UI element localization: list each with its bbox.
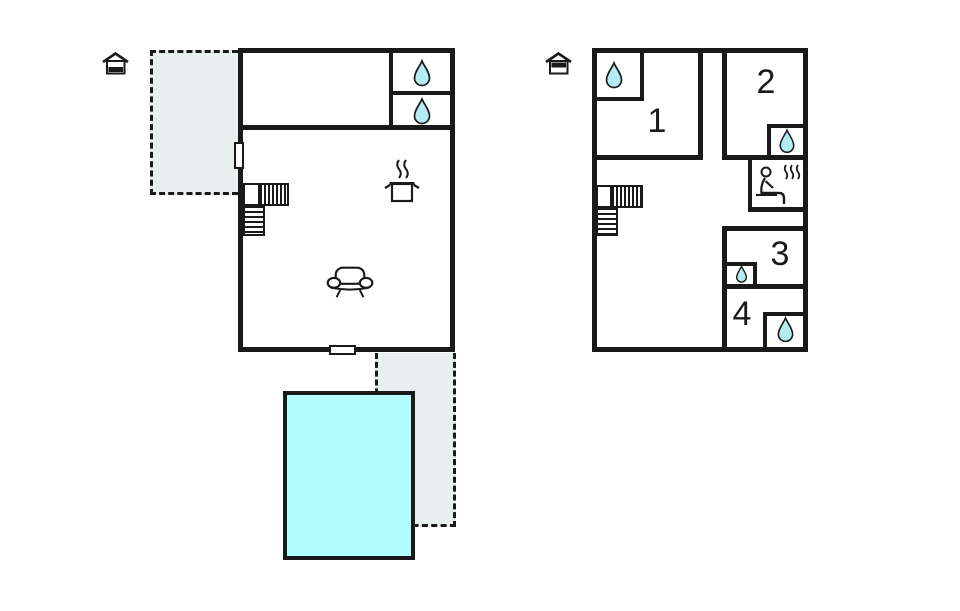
wall <box>597 155 698 160</box>
door-bottom <box>329 345 356 355</box>
wall <box>727 262 757 266</box>
room-number-1: 1 <box>647 102 667 140</box>
wall <box>767 124 803 128</box>
wall <box>748 160 752 212</box>
terrace-dashed-upper <box>150 50 238 195</box>
house-upper-level-icon <box>545 52 572 75</box>
water-drop-icon <box>412 97 432 125</box>
wall <box>727 226 803 231</box>
wall <box>698 53 703 160</box>
sofa-icon <box>325 264 375 300</box>
wall <box>722 53 727 160</box>
cooking-pot-icon <box>382 157 422 205</box>
door-left <box>234 142 244 169</box>
wall <box>640 53 644 101</box>
wall <box>763 312 803 316</box>
wall <box>748 207 803 212</box>
wall <box>389 53 393 125</box>
wall <box>753 262 757 284</box>
water-drop-icon <box>412 59 432 87</box>
water-drop-icon <box>778 128 796 154</box>
wall <box>597 97 644 101</box>
wall <box>243 125 450 130</box>
wall <box>727 284 803 289</box>
wall <box>722 226 727 352</box>
water-drop-icon <box>604 61 624 89</box>
wall <box>763 312 767 352</box>
room-number-4: 4 <box>732 295 752 333</box>
pool <box>283 391 415 560</box>
wall <box>393 91 450 95</box>
water-drop-icon <box>735 265 748 283</box>
wall <box>767 124 771 155</box>
room-number-2: 2 <box>756 63 776 101</box>
water-drop-icon <box>776 316 795 343</box>
room-number-3: 3 <box>770 235 790 273</box>
wall <box>727 155 803 160</box>
sauna-icon <box>753 163 801 205</box>
house-lower-level-icon <box>102 52 129 75</box>
